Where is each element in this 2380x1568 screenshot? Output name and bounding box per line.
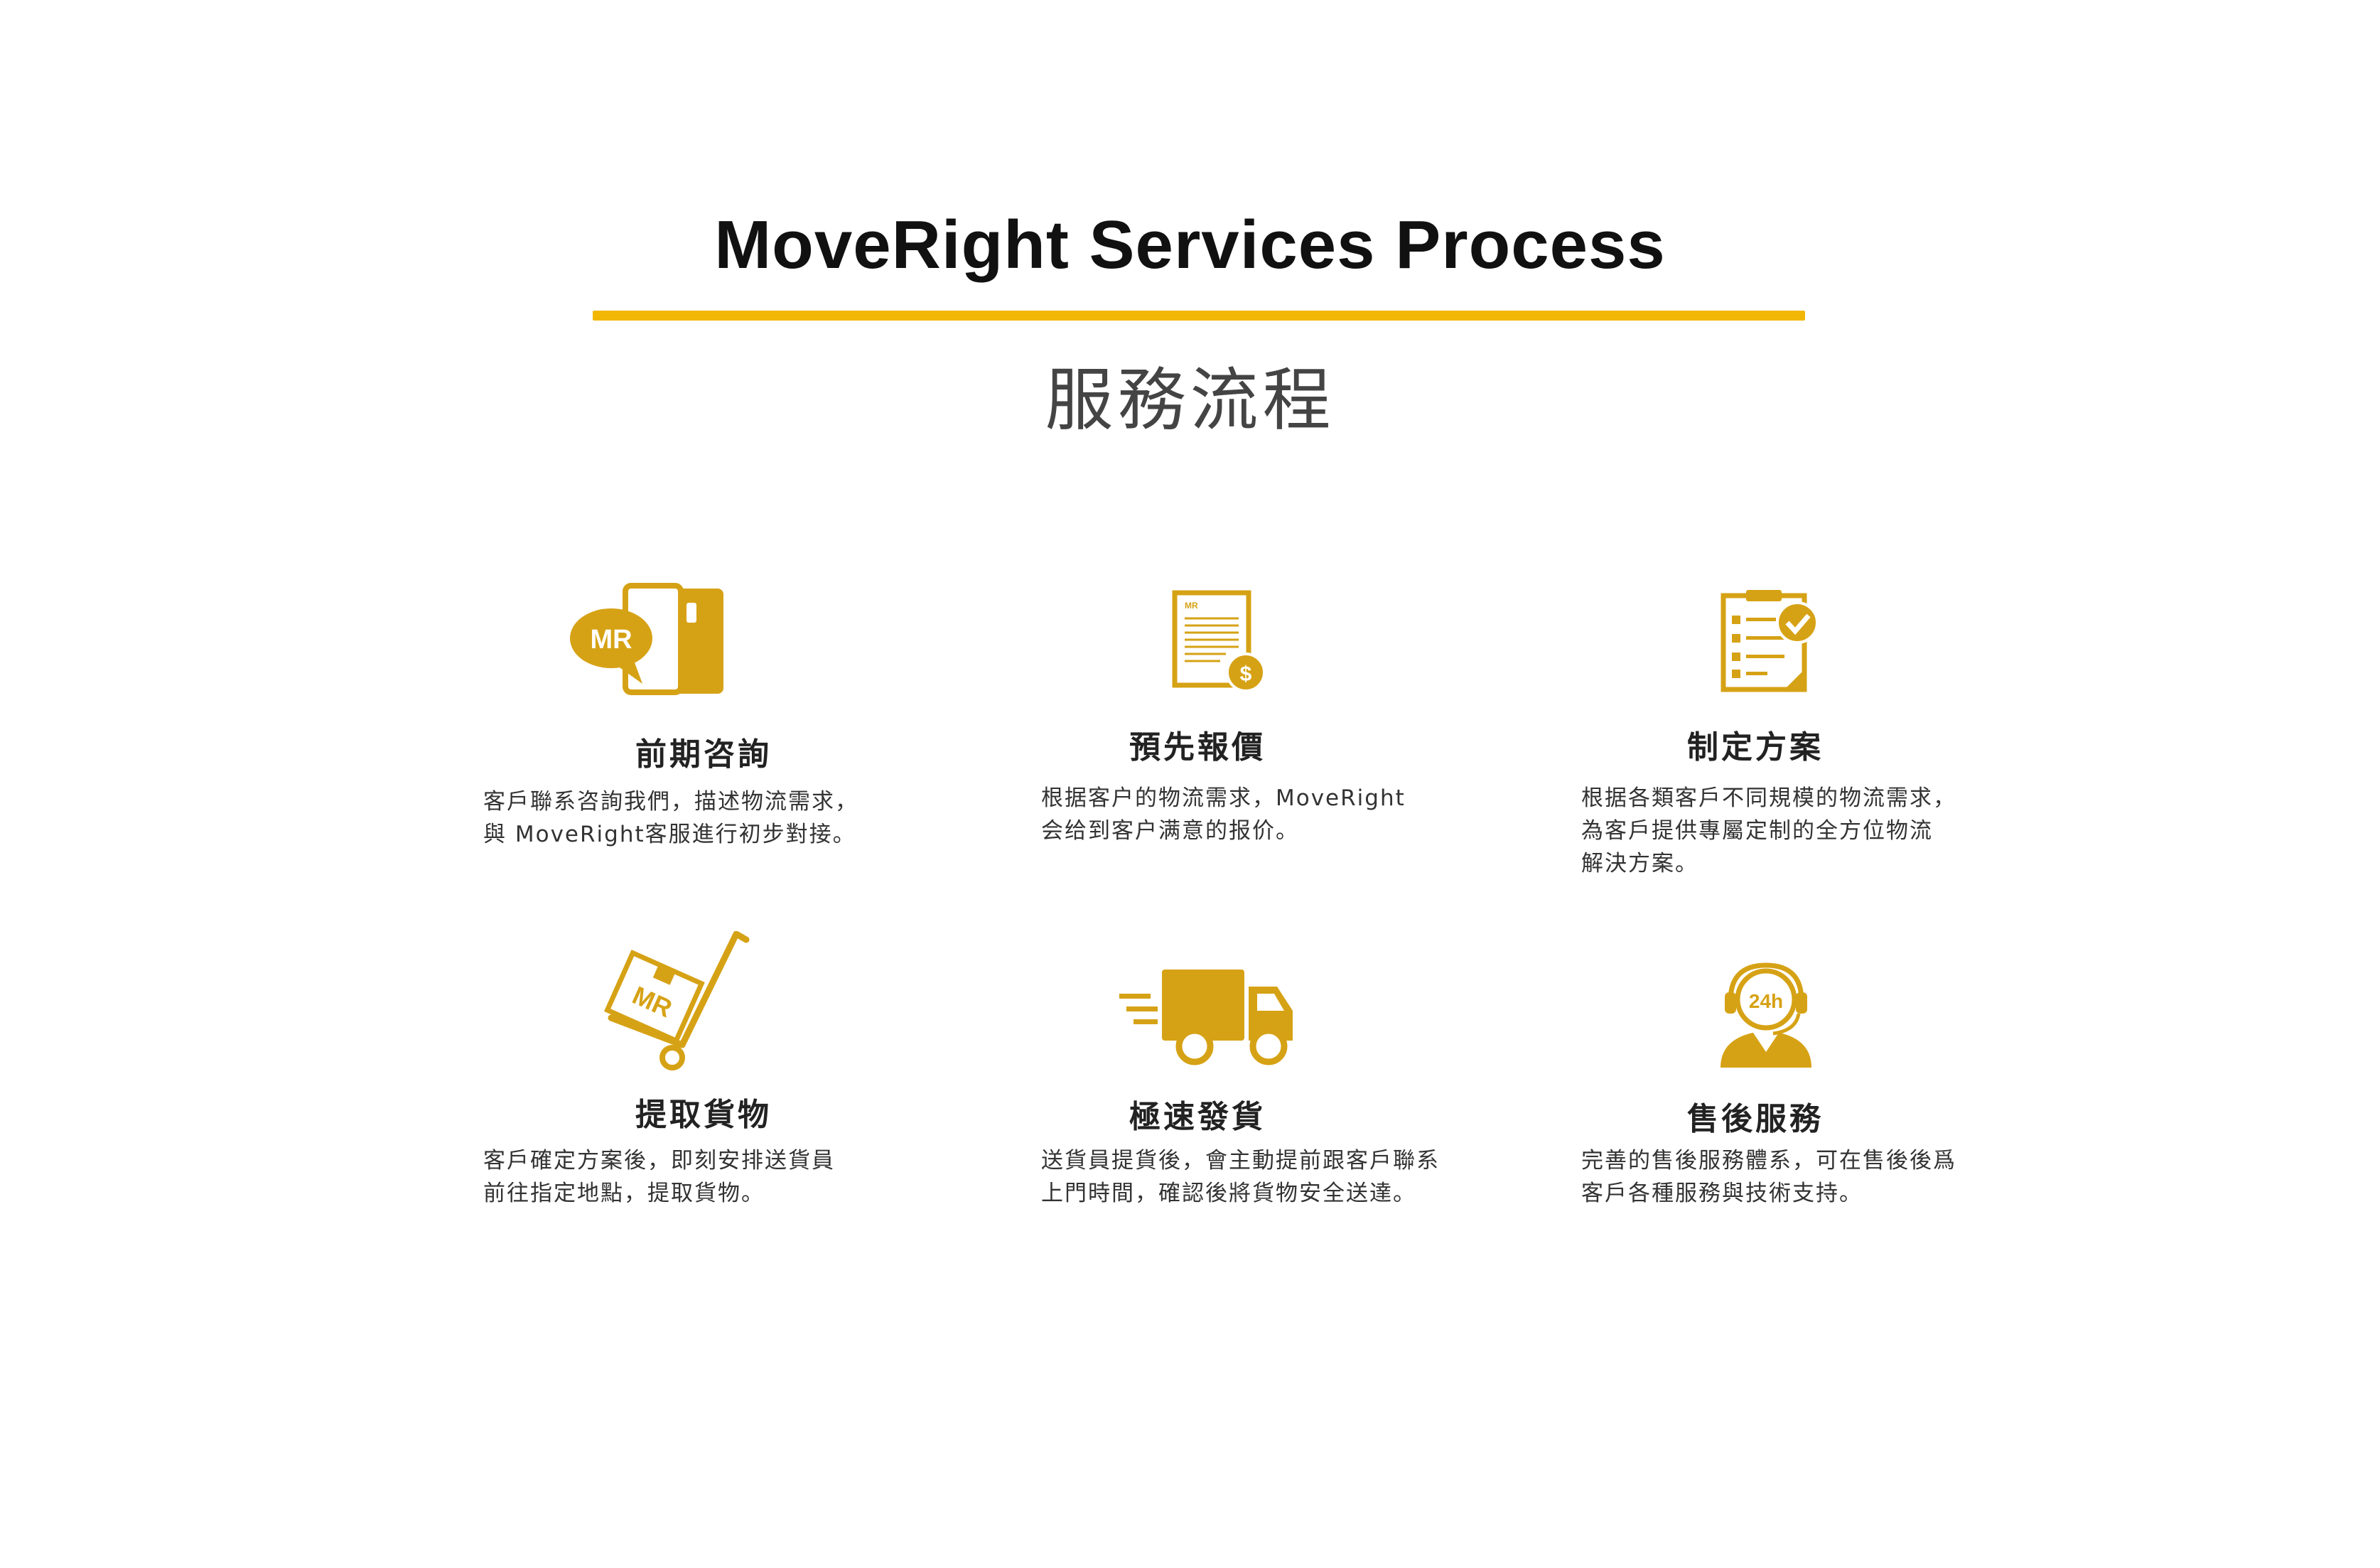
step-description: 根据各類客戶不同規模的物流需求， 為客戶提供專屬定制的全方位物流 解決方案。 <box>1581 782 2022 880</box>
step-title: 提取貨物 <box>635 1097 772 1133</box>
desc-line: 会给到客户满意的报价。 <box>1041 818 1299 844</box>
page-subtitle: 服務流程 <box>1045 360 1335 440</box>
support-agent-icon: 24h <box>1709 960 1823 1073</box>
clipboard-check-icon <box>1716 589 1823 695</box>
chat-phone-icon: MR <box>569 583 732 697</box>
desc-line: 完善的售後服務體系，可在售後後爲 <box>1581 1148 1956 1174</box>
hand-truck-icon: MR <box>597 931 753 1073</box>
step-description: 根据客户的物流需求，MoveRight 会给到客户满意的报价。 <box>1041 782 1482 847</box>
desc-line: 送貨員提貨後，會主動提前跟客戶聯系 <box>1041 1148 1440 1174</box>
desc-line: 解決方案。 <box>1581 851 1698 876</box>
desc-line: 前往指定地點，提取貨物。 <box>483 1181 765 1206</box>
title-underline <box>593 311 1805 321</box>
desc-line: 與 MoveRight客服進行初步對接。 <box>483 822 856 847</box>
step-delivery: 極速發貨 送貨員提貨後，會主動提前跟客戶聯系 上門時間，確認後將貨物安全送達。 <box>1041 931 1482 1230</box>
desc-line: 根据各類客戶不同規模的物流需求， <box>1581 785 1956 811</box>
step-title: 制定方案 <box>1687 729 1824 766</box>
step-title: 預先報價 <box>1129 729 1266 766</box>
svg-text:$: $ <box>1240 662 1252 686</box>
step-quotation: MR $ 預先報價 根据客户的物流需求，MoveRight 会给到客户满意的报价… <box>1041 583 1482 881</box>
step-description: 送貨員提貨後，會主動提前跟客戶聯系 上門時間，確認後將貨物安全送達。 <box>1041 1144 1482 1210</box>
step-description: 客戶聯系咨詢我們，描述物流需求， 與 MoveRight客服進行初步對接。 <box>483 785 924 851</box>
desc-line: 上門時間，確認後將貨物安全送達。 <box>1041 1181 1416 1206</box>
desc-line: 根据客户的物流需求，MoveRight <box>1041 785 1406 811</box>
step-planning: 制定方案 根据各類客戶不同規模的物流需求， 為客戶提供專屬定制的全方位物流 解決… <box>1581 583 2022 881</box>
page-title: MoveRight Services Process <box>714 207 1666 283</box>
desc-line: 客戶各種服務與技術支持。 <box>1581 1181 1863 1206</box>
document-logo-text: MR <box>1185 601 1198 611</box>
quote-document-icon: MR $ <box>1169 590 1269 697</box>
step-title: 極速發貨 <box>1129 1099 1266 1135</box>
desc-line: 客戶確定方案後，即刻安排送貨員 <box>483 1148 835 1174</box>
desc-line: 為客戶提供專屬定制的全方位物流 <box>1581 818 1933 844</box>
step-after-sales: 24h 售後服務 完善的售後服務體系，可在售後後爲 客戶各種服務與技術支持。 <box>1581 931 2022 1230</box>
hours-badge-text: 24h <box>1749 990 1783 1012</box>
step-description: 客戶確定方案後，即刻安排送貨員 前往指定地點，提取貨物。 <box>483 1144 924 1210</box>
delivery-truck-icon <box>1119 967 1297 1066</box>
chat-logo-text: MR <box>590 625 632 655</box>
step-title: 售後服務 <box>1687 1101 1824 1137</box>
step-title: 前期咨詢 <box>635 736 772 773</box>
step-pickup: MR 提取貨物 客戶確定方案後，即刻安排送貨員 前往指定地點，提取貨物。 <box>483 931 924 1230</box>
step-description: 完善的售後服務體系，可在售後後爲 客戶各種服務與技術支持。 <box>1581 1144 2022 1210</box>
step-consultation: MR 前期咨詢 客戶聯系咨詢我們，描述物流需求， 與 MoveRight客服進行… <box>483 583 924 881</box>
desc-line: 客戶聯系咨詢我們，描述物流需求， <box>483 789 858 815</box>
